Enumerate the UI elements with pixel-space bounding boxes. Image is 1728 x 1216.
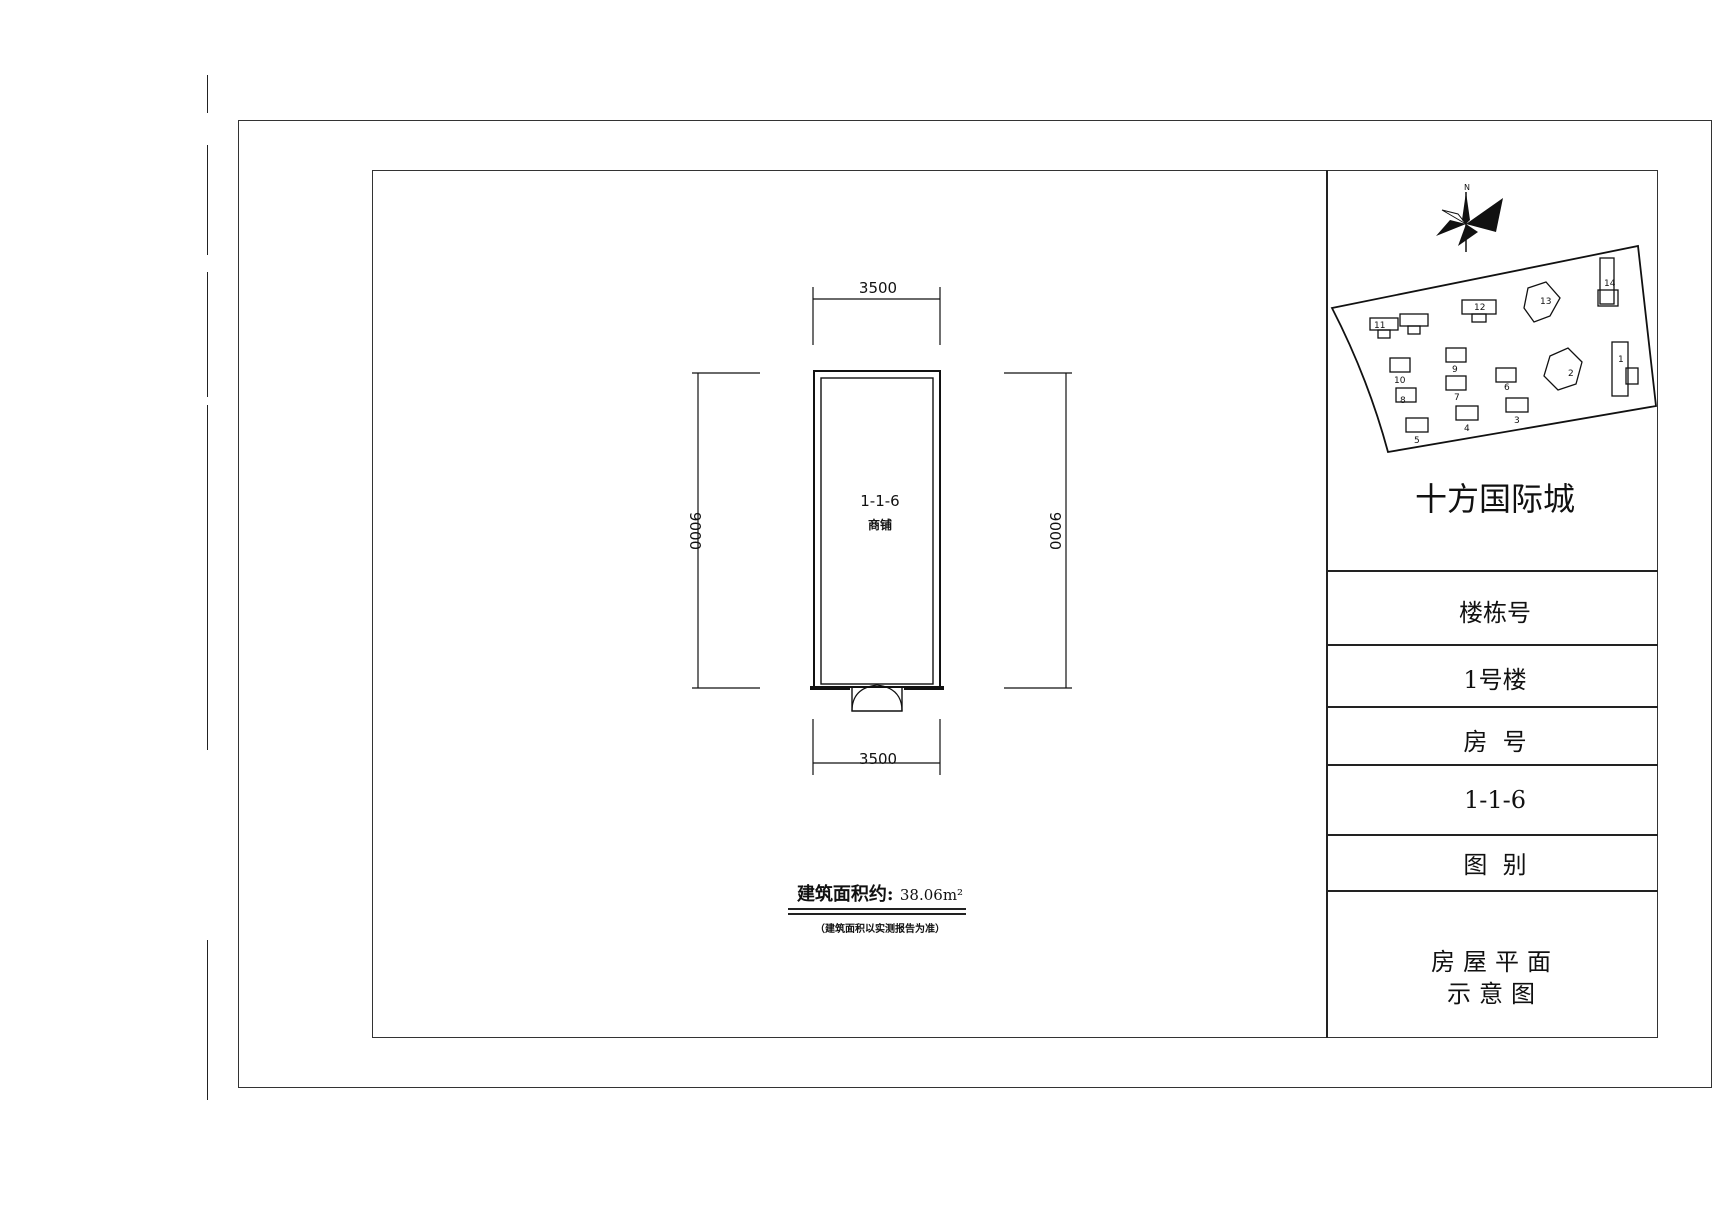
building-number: 2 (1568, 369, 1574, 379)
title-block-rule (1327, 706, 1658, 708)
drawing-type-line1: 房屋平面 (1431, 948, 1559, 976)
dimension-top: 3500 (858, 279, 898, 297)
margin-mark (207, 940, 208, 1100)
title-block-divider (1326, 170, 1328, 1038)
area-label: 建筑面积约: (796, 884, 894, 905)
floor-plan (692, 287, 1072, 775)
building-number: 6 (1504, 383, 1510, 393)
compass-rose-icon: N (1436, 183, 1503, 252)
room-label: 房 号 (1463, 728, 1527, 756)
drawing-label: 图 别 (1463, 851, 1527, 879)
building-number: 13 (1540, 297, 1551, 307)
unit-type: 商铺 (867, 518, 892, 532)
title-block-rule (1327, 890, 1658, 892)
drawing-frame (372, 170, 1658, 1038)
outer-frame (238, 120, 1712, 1088)
title-block-rule (1327, 570, 1658, 572)
building-label: 楼栋号 (1459, 599, 1531, 627)
title-block-rule (1327, 834, 1658, 836)
area-underline (788, 908, 966, 910)
area-caption: 建筑面积约: 38.06m² (790, 880, 970, 906)
dimension-left: 9000 (686, 511, 705, 551)
building-number: 12 (1474, 303, 1485, 313)
area-note: （建筑面积以实测报告为准） (815, 924, 945, 935)
margin-mark (207, 272, 208, 397)
area-value: 38.06m² (899, 886, 964, 904)
building-number: 14 (1604, 279, 1616, 289)
room-value: 1-1-6 (1463, 786, 1527, 814)
area-underline (788, 913, 966, 915)
building-number: 7 (1454, 393, 1460, 403)
building-number: 10 (1394, 376, 1406, 386)
building-number: 4 (1464, 424, 1470, 434)
project-name: 十方国际城 (1414, 480, 1575, 518)
dimension-bottom: 3500 (858, 750, 898, 768)
unit-code: 1-1-6 (860, 492, 900, 510)
title-block-rule (1327, 644, 1658, 646)
building-number: 9 (1452, 365, 1458, 375)
title-block-rule (1327, 764, 1658, 766)
building-number: 5 (1414, 436, 1420, 446)
building-number: 8 (1400, 396, 1406, 406)
margin-mark (207, 405, 208, 750)
building-value: 1号楼 (1463, 666, 1527, 694)
site-plan: 11 12 13 14 10 9 8 7 6 2 1 5 4 3 (1330, 244, 1657, 454)
margin-mark (207, 75, 208, 113)
drawing-type-line2: 示意图 (1447, 980, 1543, 1008)
building-number: 3 (1514, 416, 1520, 426)
svg-text:N: N (1464, 183, 1470, 192)
dimension-right: 9000 (1046, 511, 1065, 551)
building-number: 11 (1374, 321, 1385, 331)
building-number: 1 (1618, 355, 1624, 365)
margin-mark (207, 145, 208, 255)
